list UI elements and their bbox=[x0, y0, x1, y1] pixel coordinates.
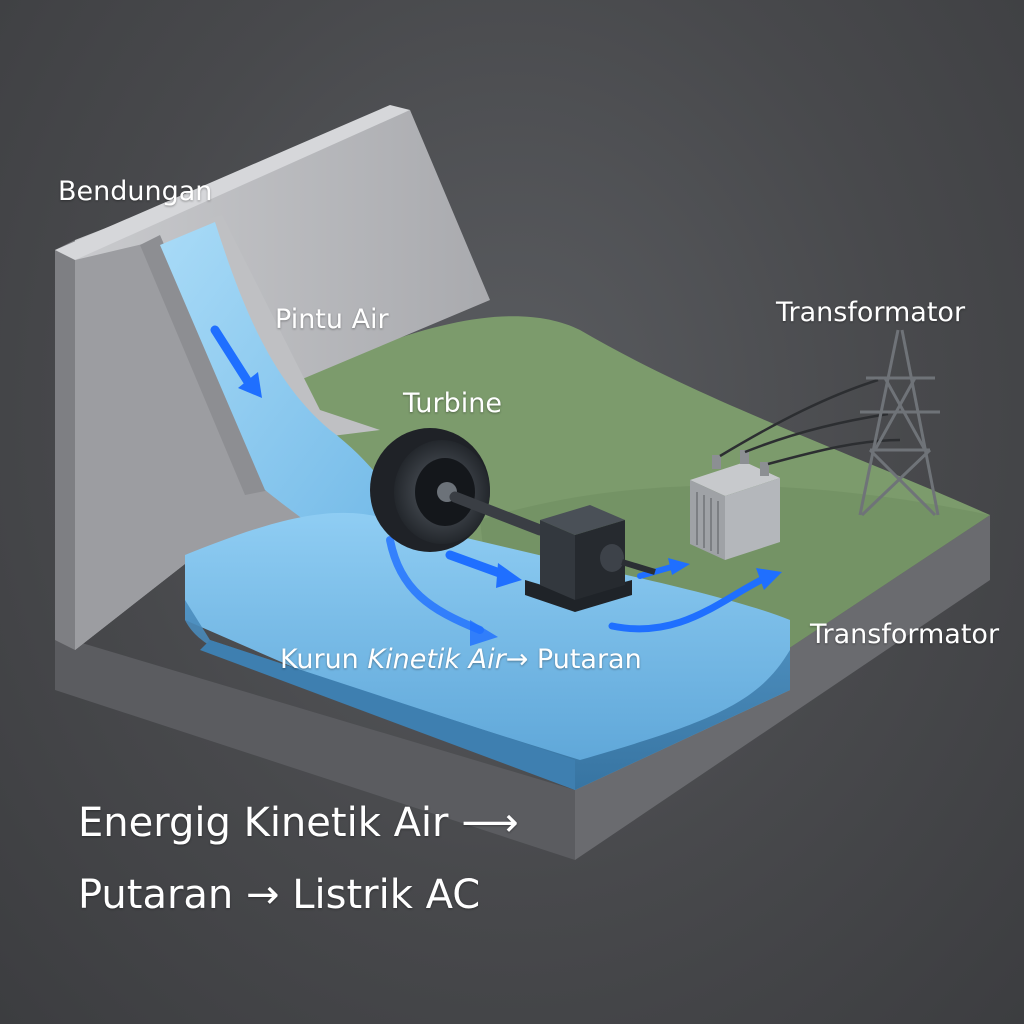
power-lines bbox=[719, 378, 901, 466]
label-turbine: Turbine bbox=[403, 388, 502, 419]
turbine-icon bbox=[370, 428, 490, 552]
flow-arrow-icon bbox=[445, 550, 510, 580]
label-flow-italic: Kinetik Air bbox=[367, 644, 506, 675]
label-dam: Bendungan bbox=[58, 176, 213, 207]
flow-arrow-icon bbox=[386, 536, 484, 634]
pool-front-face bbox=[185, 600, 790, 790]
flow-arrow-icon bbox=[637, 563, 678, 579]
caption-line-2: Putaran → Listrik AC bbox=[78, 872, 481, 918]
flow-arrow-icon bbox=[210, 325, 255, 390]
transformer-icon bbox=[690, 450, 780, 560]
turbine-shaft bbox=[449, 491, 546, 536]
label-transformer-right: Transformator bbox=[810, 619, 1000, 650]
dam-top-face bbox=[55, 105, 410, 260]
terrain-front-face bbox=[55, 635, 575, 860]
label-flow-suffix: → Putaran bbox=[505, 644, 642, 675]
generator-icon bbox=[525, 505, 656, 612]
label-flow: Kurun Kinetik Air→ Putaran bbox=[280, 644, 642, 675]
label-transformer-top: Transformator bbox=[776, 297, 966, 328]
flow-arrow-icon bbox=[608, 574, 769, 633]
pylon-icon bbox=[858, 329, 940, 517]
flow-arrows bbox=[210, 325, 782, 646]
caption-line-1: Energig Kinetik Air ⟶ bbox=[78, 800, 519, 846]
dam-side-face bbox=[55, 240, 75, 650]
flow-arrow-icon bbox=[238, 372, 262, 398]
label-flow-prefix: Kurun bbox=[280, 644, 368, 675]
pool-cut-face bbox=[200, 640, 575, 790]
flow-arrow-icon bbox=[496, 563, 522, 588]
pool-surface bbox=[185, 512, 790, 790]
chute-left-wall bbox=[140, 235, 270, 495]
flow-arrow-icon bbox=[668, 558, 690, 575]
flow-arrow-icon bbox=[470, 620, 498, 646]
label-gate: Pintu Air bbox=[275, 304, 389, 335]
chute-water bbox=[160, 222, 420, 580]
flow-arrow-icon bbox=[756, 568, 782, 590]
